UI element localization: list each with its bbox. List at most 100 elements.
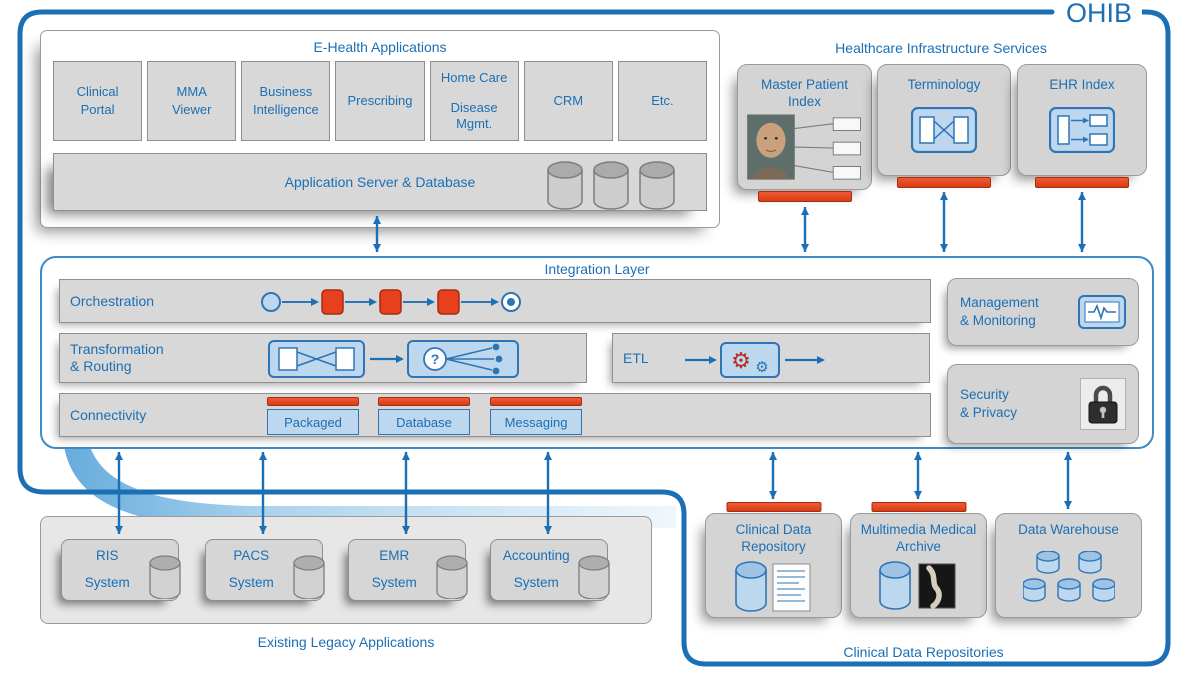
legacy-system-suffix: System (84, 575, 130, 590)
repository-label: Multimedia Medical Archive (860, 522, 977, 554)
app-label-line: Home Care (440, 69, 508, 85)
database-cylinder-icon (1056, 578, 1081, 602)
adapter-database: Database (378, 397, 470, 435)
app-label-line: Prescribing (347, 92, 413, 108)
service-master-patient-index: Master Patient Index (737, 64, 872, 202)
database-cylinder-icon (1091, 578, 1115, 602)
routing-question-mark: ? (431, 351, 440, 367)
infrastructure-services-title: Healthcare Infrastructure Services (835, 40, 1047, 56)
app-label-line: CRM (553, 92, 584, 108)
transformation-routing-icons: ? (268, 340, 519, 378)
security-label-line2: & Privacy (960, 405, 1018, 420)
adapter-bar (757, 191, 852, 202)
ohib-title: OHIB (1056, 0, 1142, 29)
legacy-applications-panel: RIS System PACS System EMR System Acco (40, 516, 652, 624)
bpmn-task-icon (321, 289, 344, 315)
ehealth-applications-panel: E-Health Applications Clinical Portal MM… (40, 30, 720, 228)
app-label-line: Clinical (76, 83, 119, 99)
legacy-system-suffix: System (513, 575, 559, 590)
app-label-line: Portal (80, 102, 115, 117)
app-label-line: Etc. (651, 92, 674, 108)
legacy-system-pacs: PACS System (205, 539, 325, 601)
repository-label: Clinical Data Repository (735, 522, 812, 554)
app-crm: CRM (523, 61, 613, 141)
bpmn-task-icon (379, 289, 402, 315)
security-label-line1: Security (960, 387, 1009, 403)
app-etc: Etc. (617, 61, 707, 141)
service-label: EHR Index (1049, 77, 1115, 92)
repository-label: Data Warehouse (1018, 522, 1119, 537)
legacy-system-name: EMR (379, 548, 410, 563)
padlock-background (1080, 378, 1126, 430)
app-label-line: MMA (176, 83, 207, 99)
app-prescribing: Prescribing (335, 61, 425, 141)
ehealth-title: E-Health Applications (313, 39, 447, 55)
management-label: Management & Monitoring (960, 294, 1078, 329)
adapter-bar (726, 502, 821, 512)
legacy-system-emr: EMR System (348, 539, 468, 601)
data-warehouse-cylinders-icon (1022, 550, 1115, 602)
adapter-bar (267, 397, 359, 406)
app-label-line: Viewer (171, 102, 212, 117)
transformation-label-line1: Transformation (70, 341, 164, 358)
database-cylinder-icon (1035, 550, 1060, 574)
adapter-label: Messaging (490, 409, 582, 435)
app-label-line: Intelligence (252, 102, 319, 117)
security-privacy-box: Security & Privacy (947, 364, 1139, 444)
repository-multimedia-archive: Multimedia Medical Archive (850, 502, 987, 618)
management-label-line1: Management (960, 295, 1039, 311)
clinical-data-repositories-title: Clinical Data Repositories (843, 644, 1004, 660)
service-label: Master Patient Index (760, 77, 849, 109)
management-monitoring-box: Management & Monitoring (947, 278, 1139, 346)
gear-icon: ⚙ (731, 349, 751, 374)
adapter-packaged: Packaged (267, 397, 359, 435)
etl-gears-icon: ⚙ ⚙ (685, 342, 825, 378)
connectivity-label: Connectivity (70, 406, 147, 423)
report-text-lines (776, 570, 805, 602)
management-label-line2: & Monitoring (960, 313, 1036, 328)
ehealth-app-row: Clinical Portal MMA Viewer Business Inte… (53, 61, 707, 141)
app-mma-viewer: MMA Viewer (147, 61, 237, 141)
padlock-icon (1088, 385, 1118, 424)
bpmn-task-icon (437, 289, 460, 315)
bpmn-orchestration-flow-icon (261, 289, 521, 315)
xray-archive-icon (878, 560, 955, 610)
database-cylinder-icon (639, 161, 675, 210)
security-label: Security & Privacy (960, 386, 1080, 421)
adapter-label: Database (378, 409, 470, 435)
database-cylinder-icon (436, 555, 468, 599)
application-server-database-bar: Application Server & Database (53, 153, 707, 211)
database-cylinder-icon (149, 555, 181, 599)
legacy-system-name: PACS (233, 548, 270, 563)
service-label: Terminology (907, 77, 981, 92)
integration-swoosh-shadow (64, 440, 676, 528)
connectivity-bar: Connectivity Packaged Database Messaging (59, 393, 931, 437)
transformation-label: Transformation & Routing (70, 341, 164, 375)
adapter-messaging: Messaging (490, 397, 582, 435)
routing-icon: ? (407, 340, 519, 378)
monitoring-heartbeat-icon (1078, 295, 1126, 329)
legacy-applications-title: Existing Legacy Applications (257, 634, 435, 650)
adapter-bar (1035, 177, 1129, 188)
app-label-line: Disease Mgmt. (450, 99, 498, 132)
app-label-line: Business (259, 83, 313, 99)
legacy-system-name: RIS (95, 548, 119, 563)
database-cylinder-icon (547, 161, 583, 210)
integration-layer-panel: Integration Layer Orchestration (40, 256, 1154, 449)
legacy-system-accounting: Accounting System (490, 539, 610, 601)
repository-data-warehouse: Data Warehouse (995, 513, 1142, 618)
terminology-mapping-icon (911, 106, 977, 153)
database-cylinder-icon (1077, 550, 1102, 574)
legacy-system-name: Accounting (502, 548, 570, 563)
ehr-index-icon (1049, 106, 1115, 153)
adapter-bar (897, 177, 991, 188)
orchestration-label: Orchestration (70, 292, 155, 309)
transformation-label-line2: & Routing (70, 358, 132, 374)
app-business-intelligence: Business Intelligence (241, 61, 331, 141)
adapter-bar (378, 397, 470, 406)
adapter-bar (490, 397, 582, 406)
etl-bar: ETL ⚙ ⚙ (612, 333, 930, 383)
index-record-boxes (832, 117, 861, 180)
